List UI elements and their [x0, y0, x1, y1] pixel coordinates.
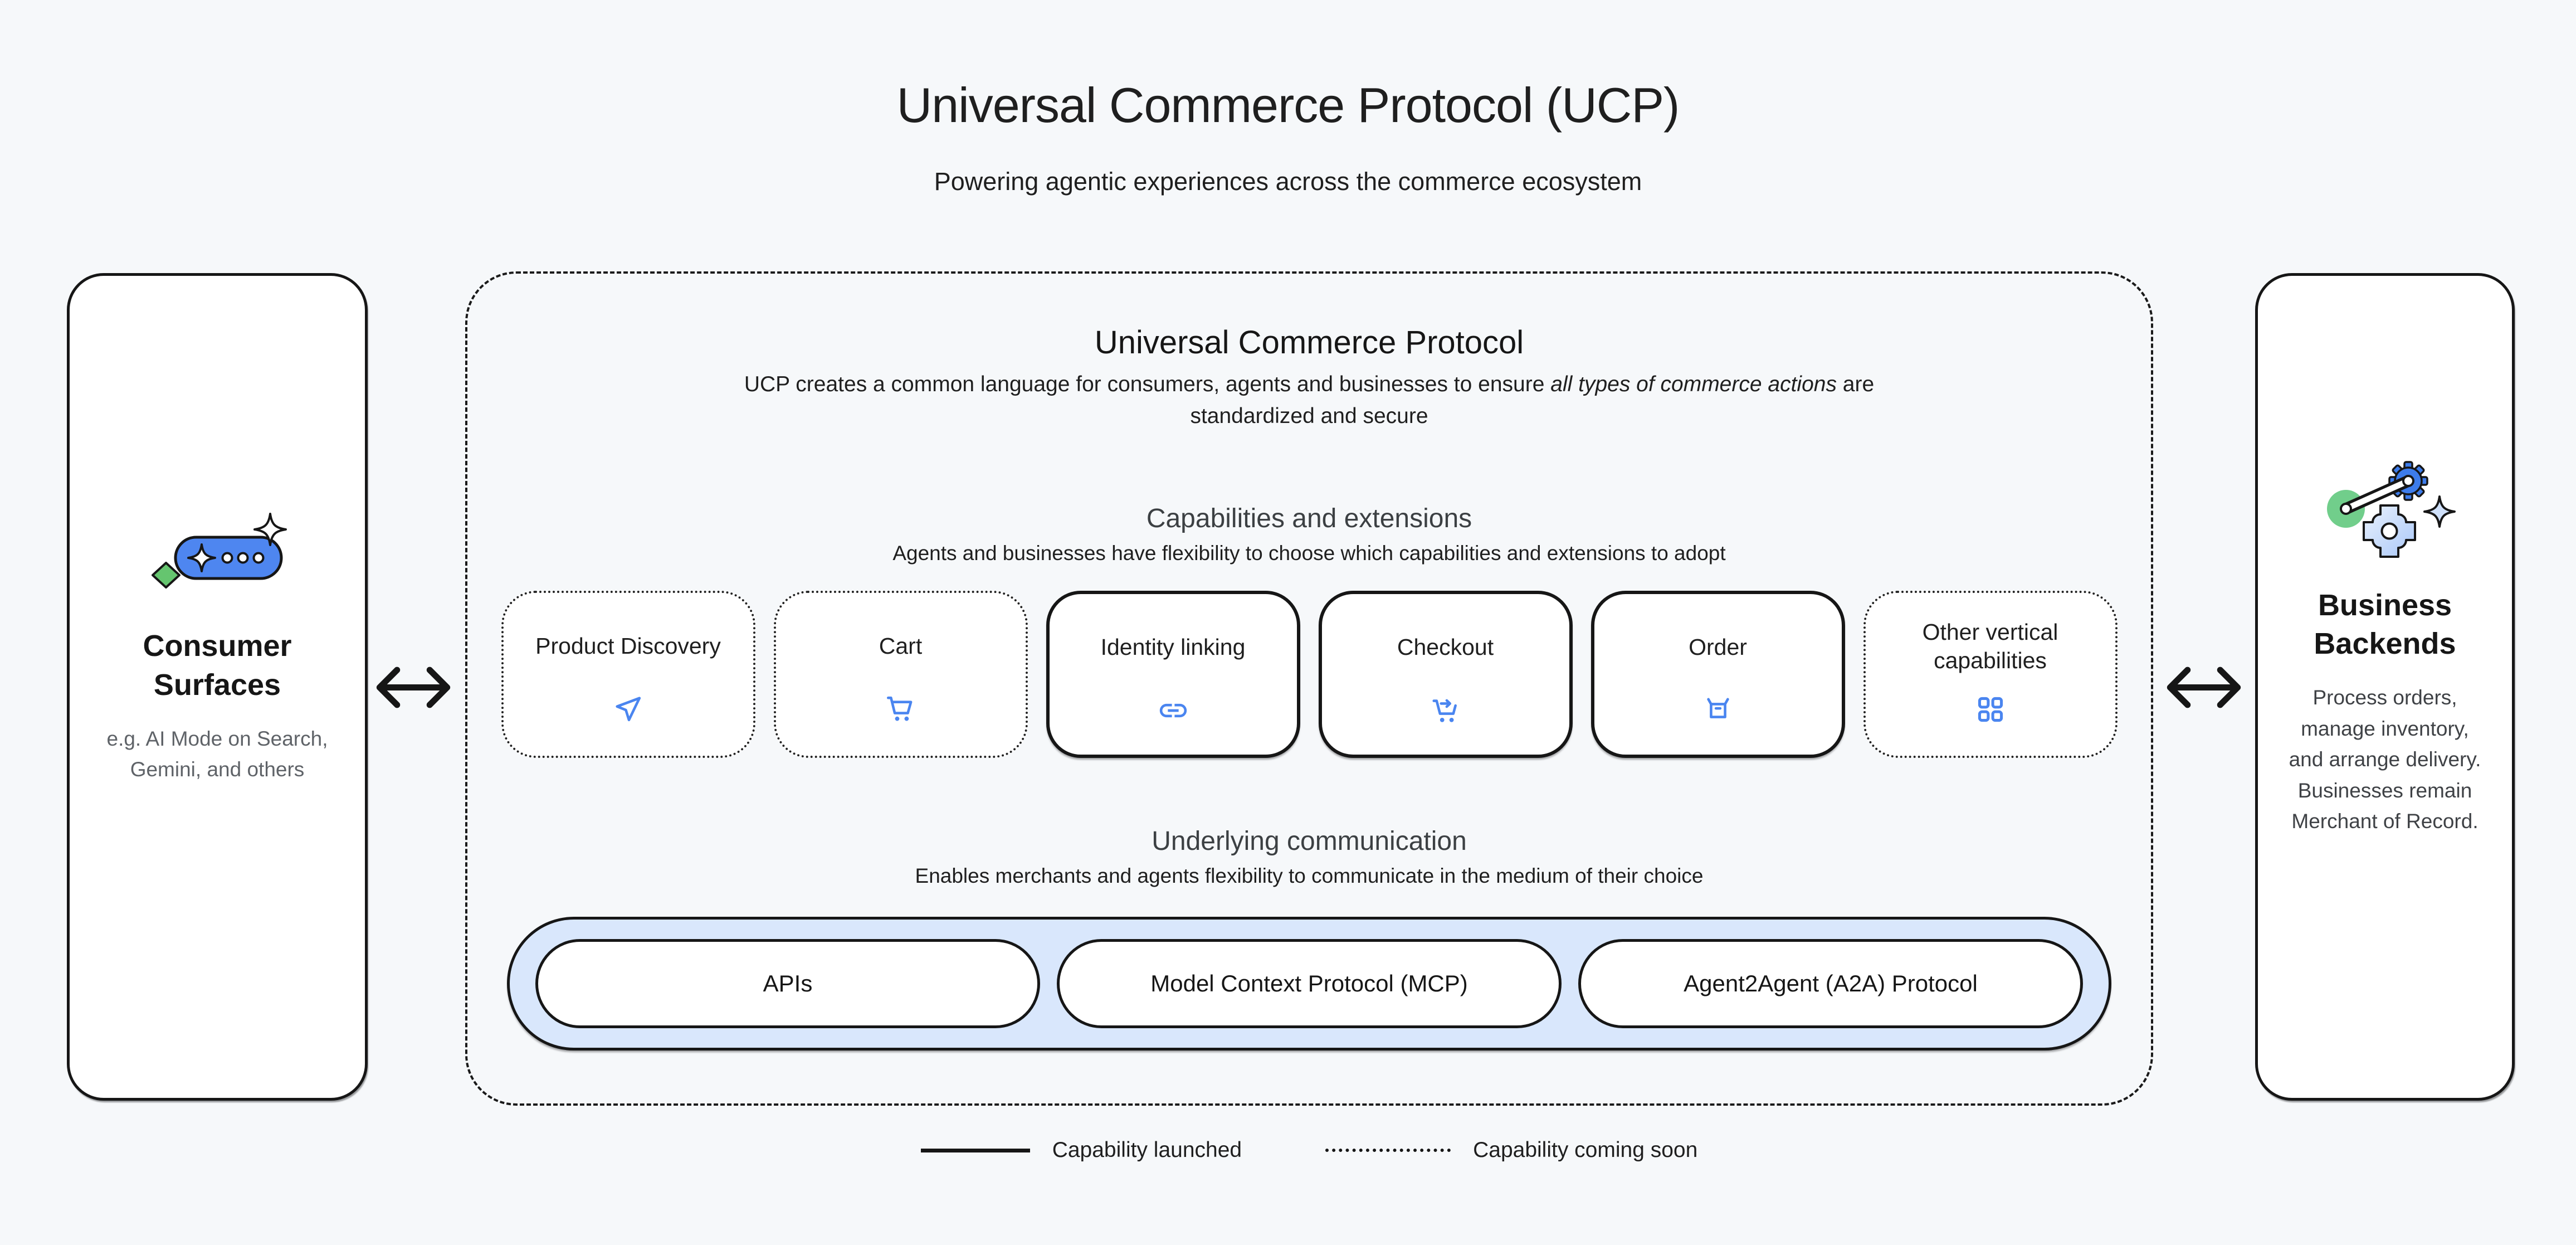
communication-heading: Underlying communication [1152, 826, 1467, 857]
protocol-pill-a2a: Agent2Agent (A2A) Protocol [1578, 939, 2083, 1029]
legend: Capability launched Capability coming so… [465, 1138, 2153, 1163]
business-description: Process orders, manage inventory, and ar… [2289, 686, 2481, 833]
capability-card-order: Order [1591, 591, 1845, 758]
bidirectional-arrow-right [2162, 660, 2246, 714]
send-icon [612, 693, 645, 726]
legend-launched-label: Capability launched [1052, 1138, 1242, 1162]
business-title: Business Backends [2314, 589, 2456, 661]
cart-checkout-icon [1430, 694, 1462, 727]
consumer-surfaces-box: Consumer Surfaces e.g. AI Mode on Search… [67, 273, 368, 1101]
legend-coming-soon: Capability coming soon [1325, 1138, 1697, 1163]
capability-card-other-vertical: Other vertical capabilities [1863, 591, 2118, 758]
communication-subheading: Enables merchants and agents flexibility… [915, 864, 1704, 888]
protocol-pill-mcp: Model Context Protocol (MCP) [1057, 939, 1562, 1029]
gears-icon [2312, 453, 2457, 562]
capability-label: Product Discovery [535, 633, 721, 659]
business-backends-box: Business Backends Process orders, manage… [2255, 273, 2515, 1101]
capability-card-checkout: Checkout [1318, 591, 1573, 758]
protocol-pill-apis: APIs [535, 939, 1040, 1029]
ucp-title: Universal Commerce Protocol [1094, 324, 1524, 361]
order-box-icon [1702, 694, 1734, 727]
legend-launched-line [920, 1148, 1030, 1152]
capabilities-heading: Capabilities and extensions [1146, 504, 1472, 534]
protocol-band: APIs Model Context Protocol (MCP) Agent2… [507, 917, 2111, 1051]
chat-sparkle-icon [145, 505, 290, 602]
cart-icon [885, 693, 917, 726]
legend-coming-soon-line [1325, 1149, 1451, 1152]
capability-label: Cart [879, 633, 923, 659]
capability-label: Checkout [1397, 634, 1494, 660]
page-subtitle: Powering agentic experiences across the … [934, 167, 1642, 196]
ucp-container: Universal Commerce Protocol UCP creates … [465, 271, 2153, 1106]
link-icon [1157, 694, 1189, 727]
ucp-description: UCP creates a common language for consum… [744, 372, 1875, 428]
capability-card-product-discovery: Product Discovery [501, 591, 755, 758]
page-title: Universal Commerce Protocol (UCP) [896, 77, 1680, 133]
capability-card-identity-linking: Identity linking [1046, 591, 1300, 758]
capability-label: Order [1689, 634, 1747, 660]
consumer-title: Consumer Surfaces [143, 629, 292, 702]
capability-label: Identity linking [1100, 634, 1246, 660]
capabilities-subheading: Agents and businesses have flexibility t… [892, 542, 1726, 565]
grid-icon [1974, 693, 2007, 726]
capability-row: Product Discovery Cart Identity linking … [501, 591, 2118, 758]
capability-label: Other vertical capabilities [1922, 619, 2058, 674]
legend-launched: Capability launched [920, 1138, 1242, 1163]
consumer-description: e.g. AI Mode on Search, Gemini, and othe… [106, 727, 328, 781]
capability-card-cart: Cart [773, 591, 1028, 758]
bidirectional-arrow-left [371, 660, 456, 714]
legend-coming-soon-label: Capability coming soon [1473, 1138, 1698, 1162]
